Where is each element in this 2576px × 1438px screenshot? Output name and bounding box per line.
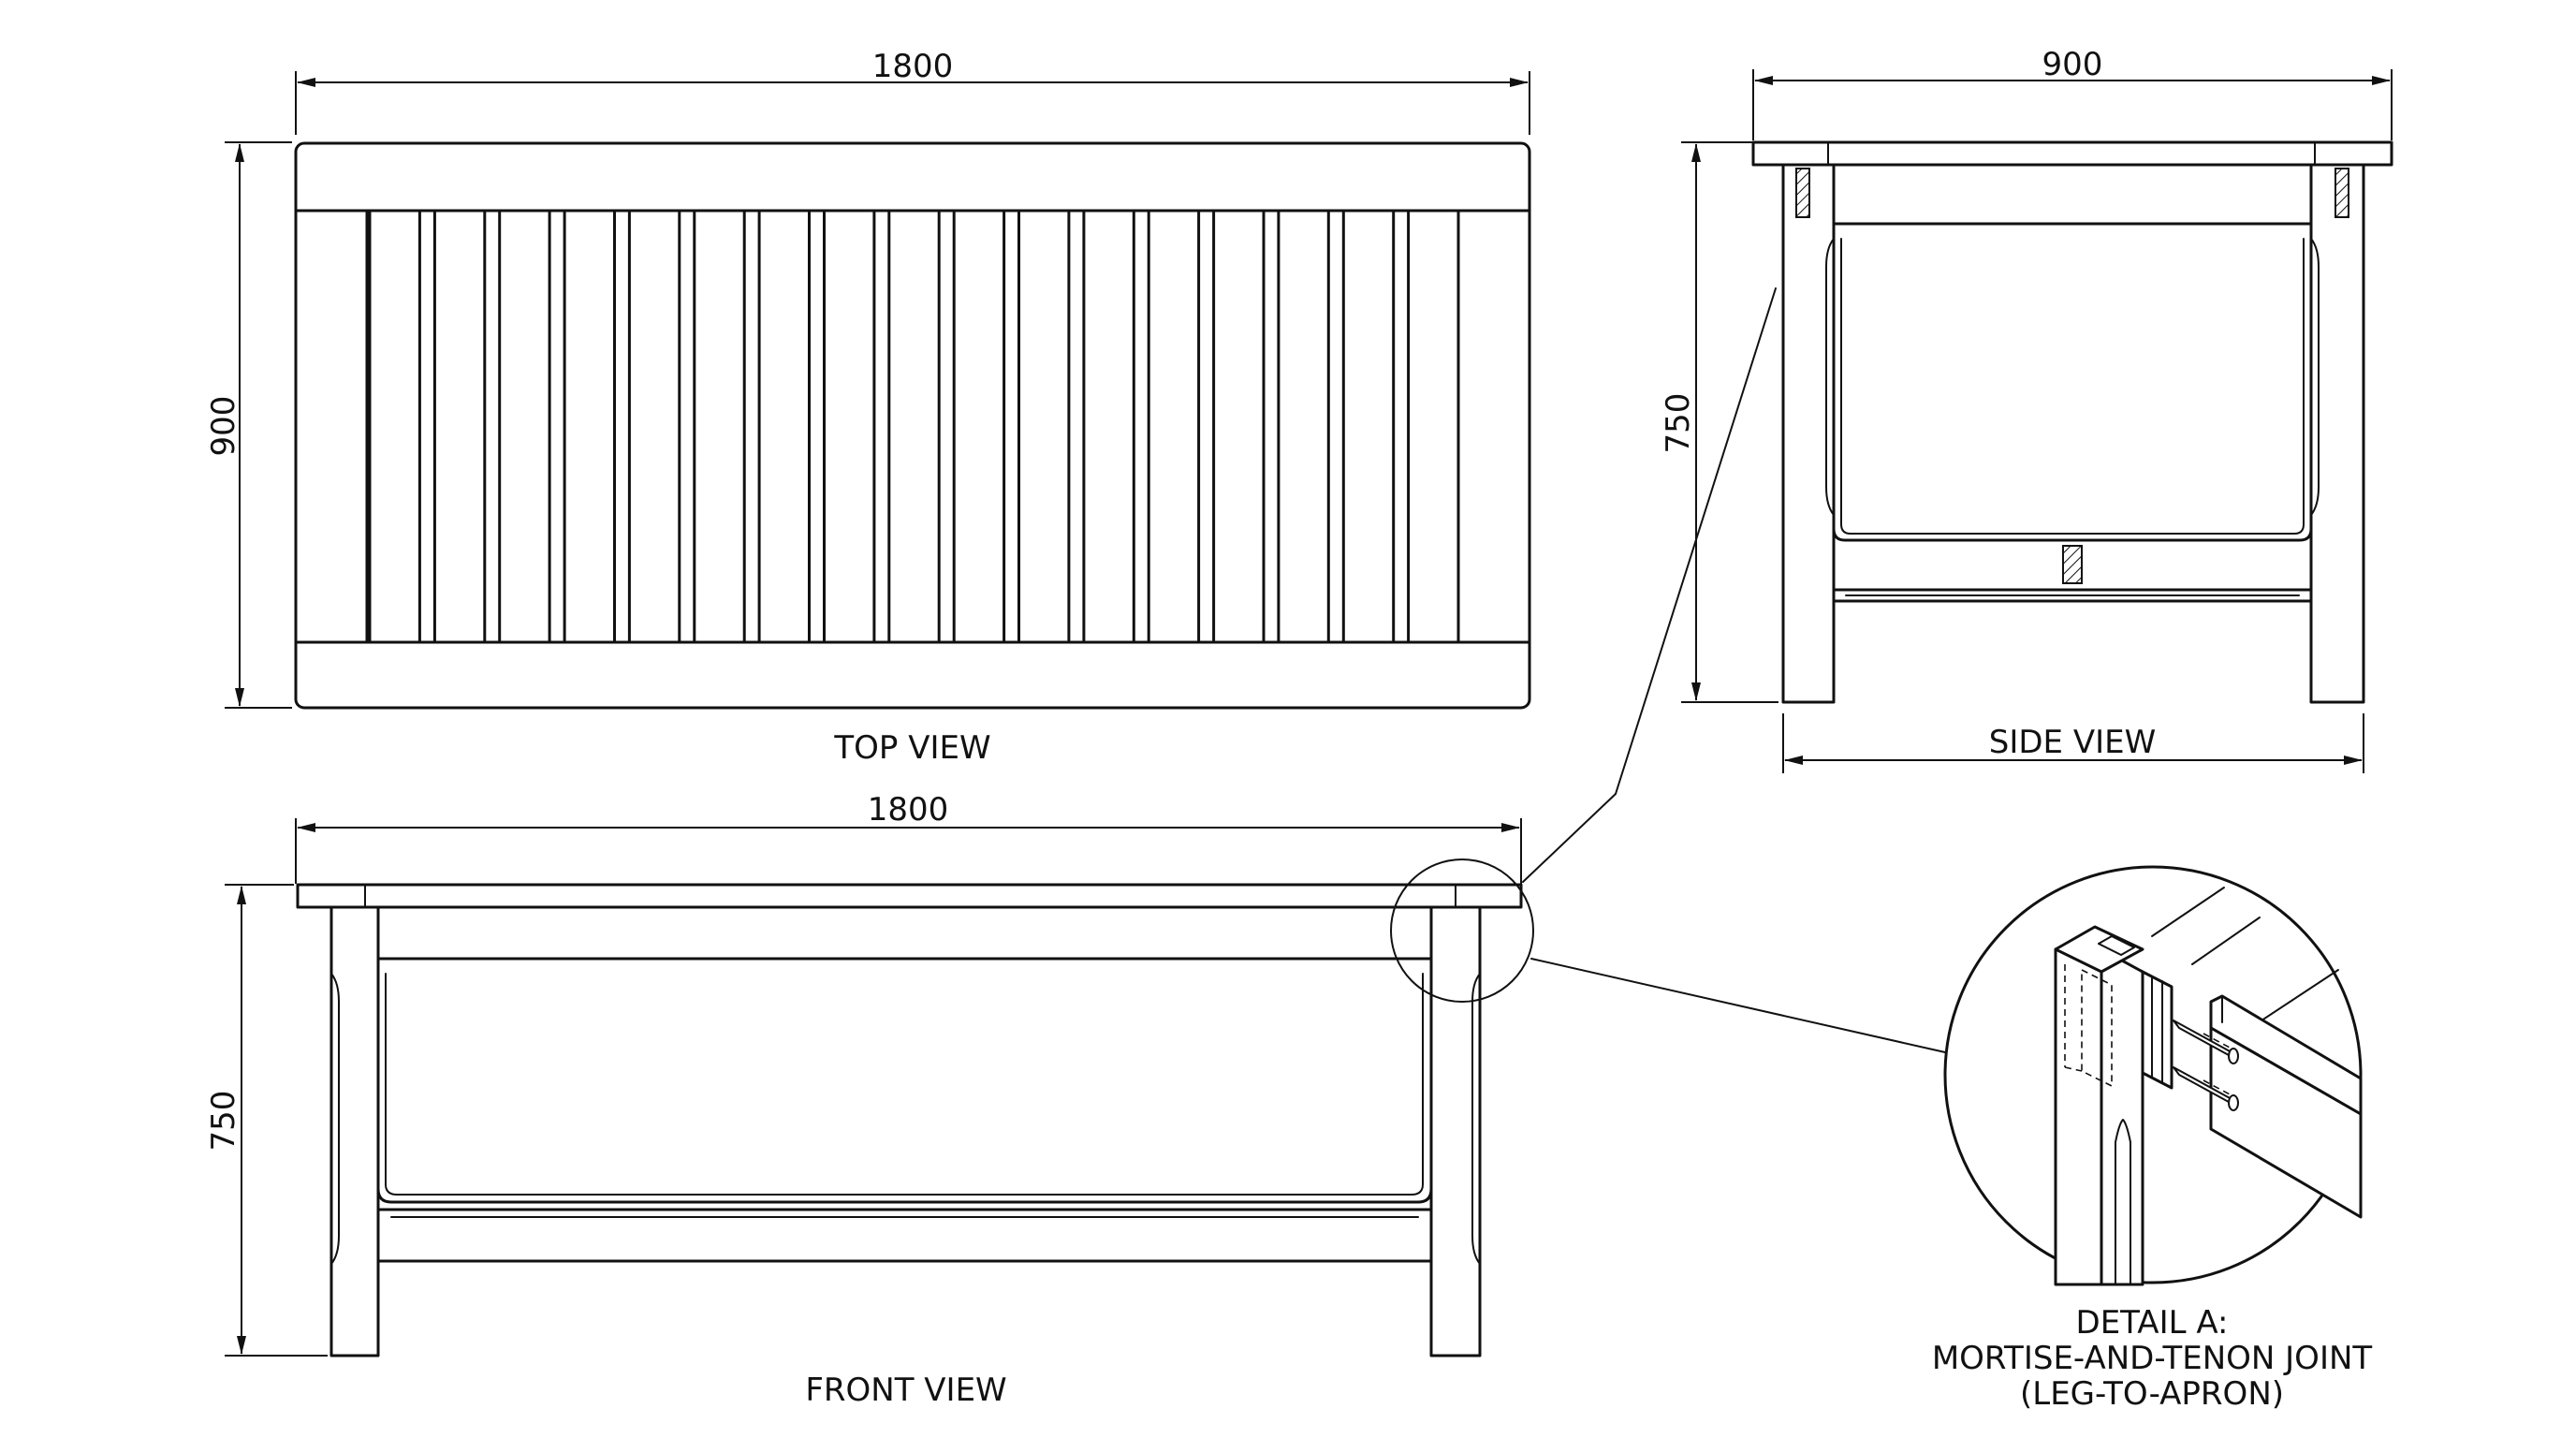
side-view-bottom-dimension [1782, 713, 2364, 773]
top-slat [693, 209, 746, 644]
front-view-height-dimension: 750 [205, 884, 328, 1357]
top-view-width-dimension: 1800 [295, 48, 1530, 135]
detail-a-circle [1943, 865, 2363, 1284]
detail-leg [2054, 947, 2103, 1286]
top-slat [887, 209, 941, 644]
detail-a-joint-illustration [2054, 887, 2363, 1286]
detail-a-callout-circle [1390, 858, 1534, 1003]
top-slat [1407, 209, 1460, 644]
front-view-width-dimension: 1800 [295, 791, 1522, 884]
side-view-width-dimension: 900 [1752, 46, 2393, 140]
top-slat [432, 209, 487, 644]
detail-a-note: (LEG-TO-APRON) [2020, 1375, 2284, 1413]
top-view-depth-dimension: 900 [205, 141, 292, 709]
top-slat [1277, 209, 1330, 644]
front-panel [376, 957, 1433, 1204]
front-stretcher [376, 1208, 1433, 1263]
detail-leader-lines [1522, 287, 1946, 1053]
front-view-height-label: 750 [205, 1091, 242, 1152]
side-view-width-label: 900 [2042, 46, 2103, 83]
front-view-width-label: 1800 [868, 791, 949, 829]
top-slat [1147, 209, 1201, 644]
top-slat [563, 209, 616, 644]
front-view-label: FRONT VIEW [805, 1372, 1006, 1409]
side-tabletop [1751, 140, 2393, 167]
side-panel [1832, 222, 2313, 542]
side-center-mortise [2062, 545, 2083, 584]
top-slat [1082, 209, 1135, 644]
top-slat [627, 209, 681, 644]
front-view: 1800 750 FRONT VIEW [205, 791, 1534, 1409]
side-stretcher [1832, 588, 2313, 603]
side-apron [1832, 163, 2313, 226]
top-view: 1800 900 TOP VIEW [205, 48, 1531, 767]
front-apron [376, 905, 1433, 961]
side-view-height-label: 750 [1660, 393, 1697, 454]
top-slats [365, 209, 1531, 644]
top-slat [498, 209, 551, 644]
top-view-depth-label: 900 [205, 396, 242, 457]
top-slat [1341, 209, 1396, 644]
top-slat [823, 209, 876, 644]
top-slat [368, 209, 421, 644]
detail-a: DETAIL A: MORTISE-AND-TENON JOINT (LEG-T… [1932, 865, 2373, 1413]
detail-a-title: DETAIL A: [2076, 1304, 2229, 1342]
top-slat [757, 209, 811, 644]
top-view-width-label: 1800 [872, 48, 954, 85]
top-slat [1212, 209, 1266, 644]
front-tabletop [296, 883, 1523, 909]
side-right-mortise [2334, 168, 2349, 218]
detail-a-subtitle: MORTISE-AND-TENON JOINT [1932, 1340, 2373, 1377]
side-view: 900 750 [1660, 46, 2393, 773]
side-view-height-dimension: 750 [1660, 141, 1778, 703]
side-left-mortise [1795, 168, 1810, 218]
top-slat [952, 209, 1006, 644]
side-view-label: SIDE VIEW [1989, 724, 2156, 761]
top-slat [1017, 209, 1071, 644]
top-view-label: TOP VIEW [833, 729, 990, 767]
